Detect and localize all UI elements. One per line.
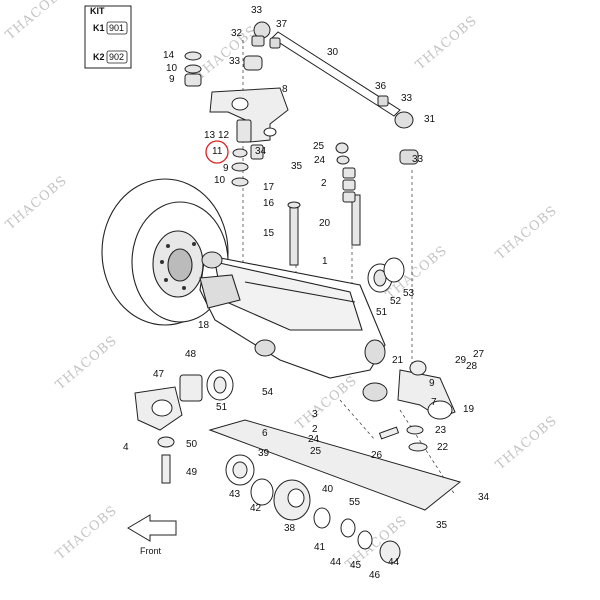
- callout-label: 9: [223, 163, 229, 174]
- callout-label: 46: [369, 570, 381, 581]
- callout-label: 15: [263, 228, 275, 239]
- callout-label: 48: [185, 349, 197, 360]
- callout-label: 25: [313, 141, 325, 152]
- upper-bracket: [209, 87, 289, 143]
- axle-beam: [199, 254, 386, 379]
- callout-label: 41: [314, 542, 326, 553]
- callout-label: 33: [412, 154, 424, 165]
- kit-row-key: K1: [93, 23, 105, 33]
- watermark-text: THACOBS: [493, 413, 560, 473]
- tie-rod: [251, 21, 419, 165]
- callout-label: 55: [349, 497, 361, 508]
- callout-label: 2: [321, 178, 327, 189]
- front-arrow-icon: [127, 514, 177, 542]
- callout-label: 36: [375, 81, 387, 92]
- watermark-text: THACOBS: [53, 503, 120, 563]
- callout-label: 54: [262, 387, 274, 398]
- callout-label: 3: [312, 409, 318, 420]
- callout-label: 35: [436, 520, 448, 531]
- callout-label: 4: [123, 442, 129, 453]
- callout-label: 8: [282, 84, 288, 95]
- watermark-text: THACOBS: [293, 373, 360, 433]
- callout-label: 17: [263, 182, 275, 193]
- callout-label: 21: [392, 355, 404, 366]
- callout-label: 31: [424, 114, 436, 125]
- callout-label: 28: [466, 361, 478, 372]
- callout-label: 33: [229, 56, 241, 67]
- callout-label: 30: [327, 47, 339, 58]
- callout-label: 12: [218, 130, 230, 141]
- callout-label: 10: [166, 63, 178, 74]
- callout-label: 20: [319, 218, 331, 229]
- steering-knuckle: [378, 360, 456, 452]
- callout-label: 1: [322, 256, 328, 267]
- callout-label: 51: [376, 307, 388, 318]
- callout-label: 47: [153, 369, 165, 380]
- callout-label: 33: [251, 5, 263, 16]
- callout-label: 34: [255, 146, 267, 157]
- callout-label: 38: [284, 523, 296, 534]
- kingpin-group: [287, 142, 405, 293]
- watermark-text: THACOBS: [53, 333, 120, 393]
- callout-label: 6: [262, 428, 268, 439]
- callout-label: 32: [231, 28, 243, 39]
- watermark-text: THACOBS: [493, 203, 560, 263]
- callout-label: 23: [435, 425, 447, 436]
- highlight-circle: [205, 140, 229, 164]
- callout-label: 40: [322, 484, 334, 495]
- callout-label: 39: [258, 448, 270, 459]
- watermark-text: THACOBS: [413, 13, 480, 73]
- callout-label: 26: [371, 450, 383, 461]
- callout-label: 11: [212, 146, 223, 157]
- callout-label: 33: [401, 93, 413, 104]
- front-label: Front: [140, 546, 162, 556]
- bushing-stack-upper: [184, 51, 264, 187]
- callout-label: 35: [291, 161, 303, 172]
- callout-label: 49: [186, 467, 198, 478]
- callout-label: 37: [276, 19, 288, 30]
- callout-label: 7: [431, 397, 437, 408]
- callout-label: 2: [312, 424, 318, 435]
- watermark-text: THACOBS: [3, 173, 70, 233]
- kit-box: KIT K1 901 K2 902: [84, 5, 132, 69]
- callout-label: 25: [310, 446, 322, 457]
- callout-label: 44: [388, 557, 400, 568]
- callout-label: 51: [216, 402, 228, 413]
- callout-label: 43: [229, 489, 241, 500]
- kit-title: KIT: [90, 6, 105, 16]
- callout-label: 19: [463, 404, 475, 415]
- kit-row-code: 901: [109, 23, 124, 33]
- callout-label: 27: [473, 349, 485, 360]
- callout-label: 53: [403, 288, 415, 299]
- callout-label: 13: [204, 130, 216, 141]
- callout-label: 34: [478, 492, 490, 503]
- watermark-text: THACOBS: [193, 23, 260, 83]
- leader-lines: [242, 40, 456, 496]
- callout-label: 50: [186, 439, 198, 450]
- callout-label: 45: [350, 560, 362, 571]
- callout-label: 16: [263, 198, 275, 209]
- beam-bushings: [201, 251, 388, 402]
- callout-label: 9: [169, 74, 175, 85]
- callout-label: 10: [214, 175, 226, 186]
- callout-label: 18: [198, 320, 210, 331]
- callout-label: 44: [330, 557, 342, 568]
- callout-label: 42: [250, 503, 262, 514]
- callout-label: 29: [455, 355, 467, 366]
- callout-label: 24: [308, 434, 320, 445]
- callout-label: 52: [390, 296, 402, 307]
- left-mount: [134, 369, 234, 484]
- kit-row-code: 902: [109, 52, 124, 62]
- hub-assembly: [208, 419, 462, 564]
- callout-label: 22: [437, 442, 449, 453]
- callout-label: 9: [429, 378, 435, 389]
- kit-row-key: K2: [93, 52, 105, 62]
- callout-label: 14: [163, 50, 175, 61]
- watermark-text: THACOBS: [3, 0, 70, 43]
- wheel: [101, 178, 229, 326]
- callout-label: 24: [314, 155, 326, 166]
